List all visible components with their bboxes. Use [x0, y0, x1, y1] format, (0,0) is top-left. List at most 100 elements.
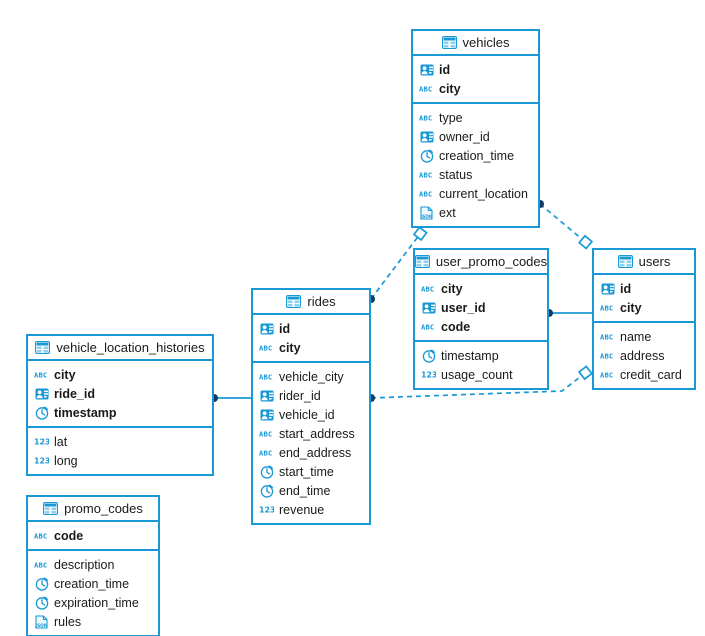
field-row[interactable]: start_time: [253, 462, 369, 481]
field-row[interactable]: vehicle_id: [253, 405, 369, 424]
relation-upc-to-users[interactable]: [545, 309, 592, 317]
primary-key-row[interactable]: timestamp: [28, 403, 212, 422]
table-grid-icon: [617, 254, 633, 269]
primary-key-row[interactable]: id: [253, 319, 369, 338]
svg-text:ABC: ABC: [419, 84, 432, 93]
table-header-vehicle_location_histories[interactable]: vehicle_location_histories: [28, 336, 212, 361]
field-row[interactable]: end_time: [253, 481, 369, 500]
field-row[interactable]: timestamp: [415, 346, 547, 365]
field-name: rules: [54, 614, 82, 629]
field-name: credit_card: [620, 367, 682, 382]
field-name: status: [439, 167, 473, 182]
primary-key-row[interactable]: ABC city: [594, 298, 694, 317]
field-name: description: [54, 557, 115, 572]
json-document-icon: JSON: [34, 614, 49, 629]
svg-text:JSON: JSON: [420, 214, 433, 220]
svg-text:ABC: ABC: [421, 322, 434, 331]
field-row[interactable]: ABC credit_card: [594, 365, 694, 384]
primary-key-row[interactable]: id: [594, 279, 694, 298]
primary-key-row[interactable]: user_id: [415, 298, 547, 317]
field-row[interactable]: creation_time: [413, 146, 538, 165]
contact-card-icon: [259, 388, 274, 403]
field-name: timestamp: [54, 405, 117, 420]
contact-card-icon: [600, 281, 615, 296]
relation-endpoint-square: [412, 226, 428, 242]
svg-text:ABC: ABC: [600, 351, 613, 360]
primary-key-row[interactable]: id: [413, 60, 538, 79]
table-header-vehicles[interactable]: vehicles: [413, 31, 538, 56]
field-row[interactable]: 123 long: [28, 451, 212, 470]
table-name: user_promo_codes: [435, 254, 548, 269]
abc-text-icon: ABC: [259, 340, 274, 355]
123-number-icon: 123: [34, 434, 49, 449]
relation-vehicles-to-users[interactable]: [536, 200, 594, 250]
abc-text-icon: ABC: [600, 348, 615, 363]
field-name: user_id: [441, 300, 486, 315]
abc-text-icon: ABC: [600, 367, 615, 382]
field-row[interactable]: JSON rules: [28, 612, 158, 631]
field-row[interactable]: creation_time: [28, 574, 158, 593]
contact-card-icon: [421, 300, 436, 315]
abc-text-icon: ABC: [600, 300, 615, 315]
field-name: long: [54, 453, 78, 468]
abc-text-icon: ABC: [419, 110, 434, 125]
table-header-user_promo_codes[interactable]: user_promo_codes: [414, 250, 548, 275]
primary-key-row[interactable]: ride_id: [28, 384, 212, 403]
table-name: rides: [307, 294, 336, 309]
field-name: name: [620, 329, 652, 344]
abc-text-icon: ABC: [259, 369, 274, 384]
field-name: start_address: [279, 426, 355, 441]
field-name: id: [620, 281, 632, 296]
table-header-rides[interactable]: rides: [253, 290, 369, 315]
table-grid-icon: [35, 340, 51, 355]
field-row[interactable]: expiration_time: [28, 593, 158, 612]
abc-text-icon: ABC: [419, 81, 434, 96]
field-name: city: [441, 281, 463, 296]
field-name: timestamp: [441, 348, 499, 363]
table-grid-icon: [43, 501, 59, 516]
table-header-users[interactable]: users: [594, 250, 694, 275]
relation-vlh-to-rides[interactable]: [210, 394, 251, 402]
table-grid-icon: [286, 294, 302, 309]
field-row[interactable]: owner_id: [413, 127, 538, 146]
table-header-promo_codes[interactable]: promo_codes: [28, 497, 158, 522]
table-grid-icon: [414, 254, 430, 269]
clock-icon: [259, 464, 274, 479]
field-name: city: [620, 300, 642, 315]
contact-card-icon: [419, 62, 434, 77]
field-row[interactable]: rider_id: [253, 386, 369, 405]
clock-icon: [34, 595, 49, 610]
123-number-icon: 123: [34, 453, 49, 468]
